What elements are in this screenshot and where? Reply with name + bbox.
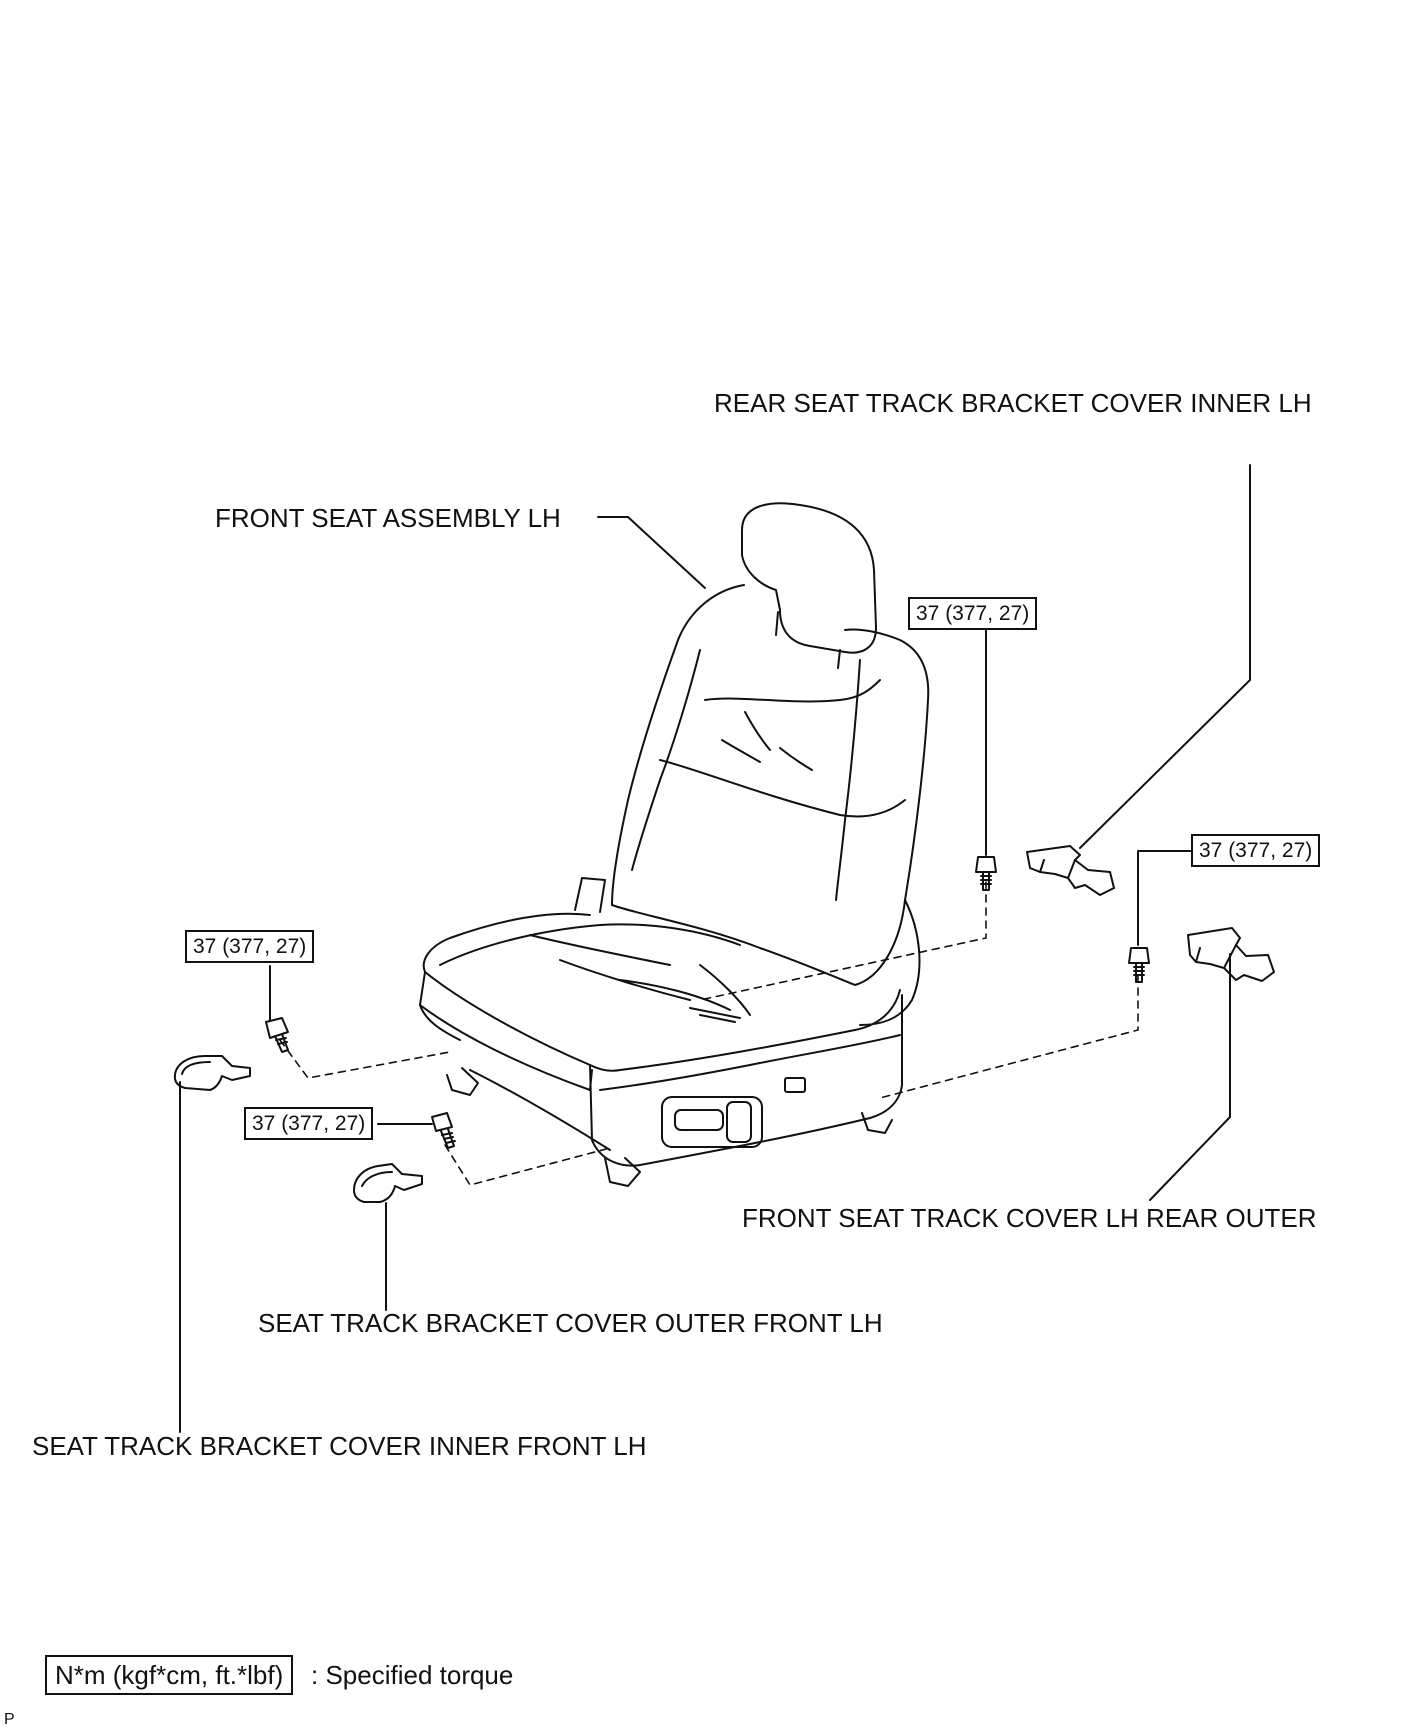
seat-switch-small xyxy=(784,1077,806,1093)
leader-rear-inner xyxy=(1079,464,1251,849)
backrest-seam xyxy=(631,649,701,871)
legend-unit-box: N*m (kgf*cm, ft.*lbf) xyxy=(45,1655,294,1695)
leader-lines xyxy=(179,464,1251,1433)
track-foot-front-inner xyxy=(446,1067,479,1096)
front-seat-drawing xyxy=(419,502,930,1187)
label-front-seat-assembly-lh: FRONT SEAT ASSEMBLY LH xyxy=(215,503,561,533)
cover-rear-outer xyxy=(1187,927,1275,982)
backrest xyxy=(611,584,930,986)
cover-outer-front xyxy=(353,1163,423,1203)
cover-rear-inner xyxy=(1026,845,1115,896)
track-foot-front-outer xyxy=(604,1157,641,1187)
label-seat-track-bracket-cover-outer-front-lh: SEAT TRACK BRACKET COVER OUTER FRONT LH xyxy=(258,1308,883,1338)
bolt-rear-inner xyxy=(975,856,997,891)
headrest-post xyxy=(775,611,841,669)
belt-buckle xyxy=(574,877,606,913)
label-front-seat-track-cover-lh-rear-outer: FRONT SEAT TRACK COVER LH REAR OUTER xyxy=(742,1203,1317,1233)
label-seat-track-bracket-cover-inner-front-lh: SEAT TRACK BRACKET COVER INNER FRONT LH xyxy=(32,1431,647,1461)
leader-torque-rear-outer xyxy=(1137,850,1197,946)
torque-box-rear-outer: 37 (377, 27) xyxy=(1191,834,1321,867)
torque-box-rear-inner: 37 (377, 27) xyxy=(908,597,1038,630)
headrest xyxy=(741,502,877,654)
seat-switch-panel xyxy=(661,1096,763,1148)
label-rear-seat-track-bracket-cover-inner-lh: REAR SEAT TRACK BRACKET COVER INNER LH xyxy=(714,388,1312,418)
legend-meaning: : Specified torque xyxy=(311,1660,514,1690)
track-foot-rear-outer xyxy=(861,1112,893,1134)
torque-box-front-inner: 37 (377, 27) xyxy=(185,930,315,963)
bolt-front-inner xyxy=(265,1017,289,1053)
reference-code: P xyxy=(4,1711,15,1728)
torque-box-front-outer: 37 (377, 27) xyxy=(244,1107,374,1140)
cushion-front xyxy=(419,971,593,1091)
bolt-rear-outer xyxy=(1128,947,1150,983)
bolt-front-outer xyxy=(431,1112,456,1149)
covers xyxy=(173,845,1275,1203)
cover-inner-front xyxy=(173,1055,251,1091)
side-shield xyxy=(589,994,903,1167)
leader-front-seat xyxy=(597,516,706,589)
install-dashes xyxy=(279,881,1139,1186)
bolts xyxy=(265,856,1150,1149)
leader-rear-outer xyxy=(1149,953,1231,1201)
